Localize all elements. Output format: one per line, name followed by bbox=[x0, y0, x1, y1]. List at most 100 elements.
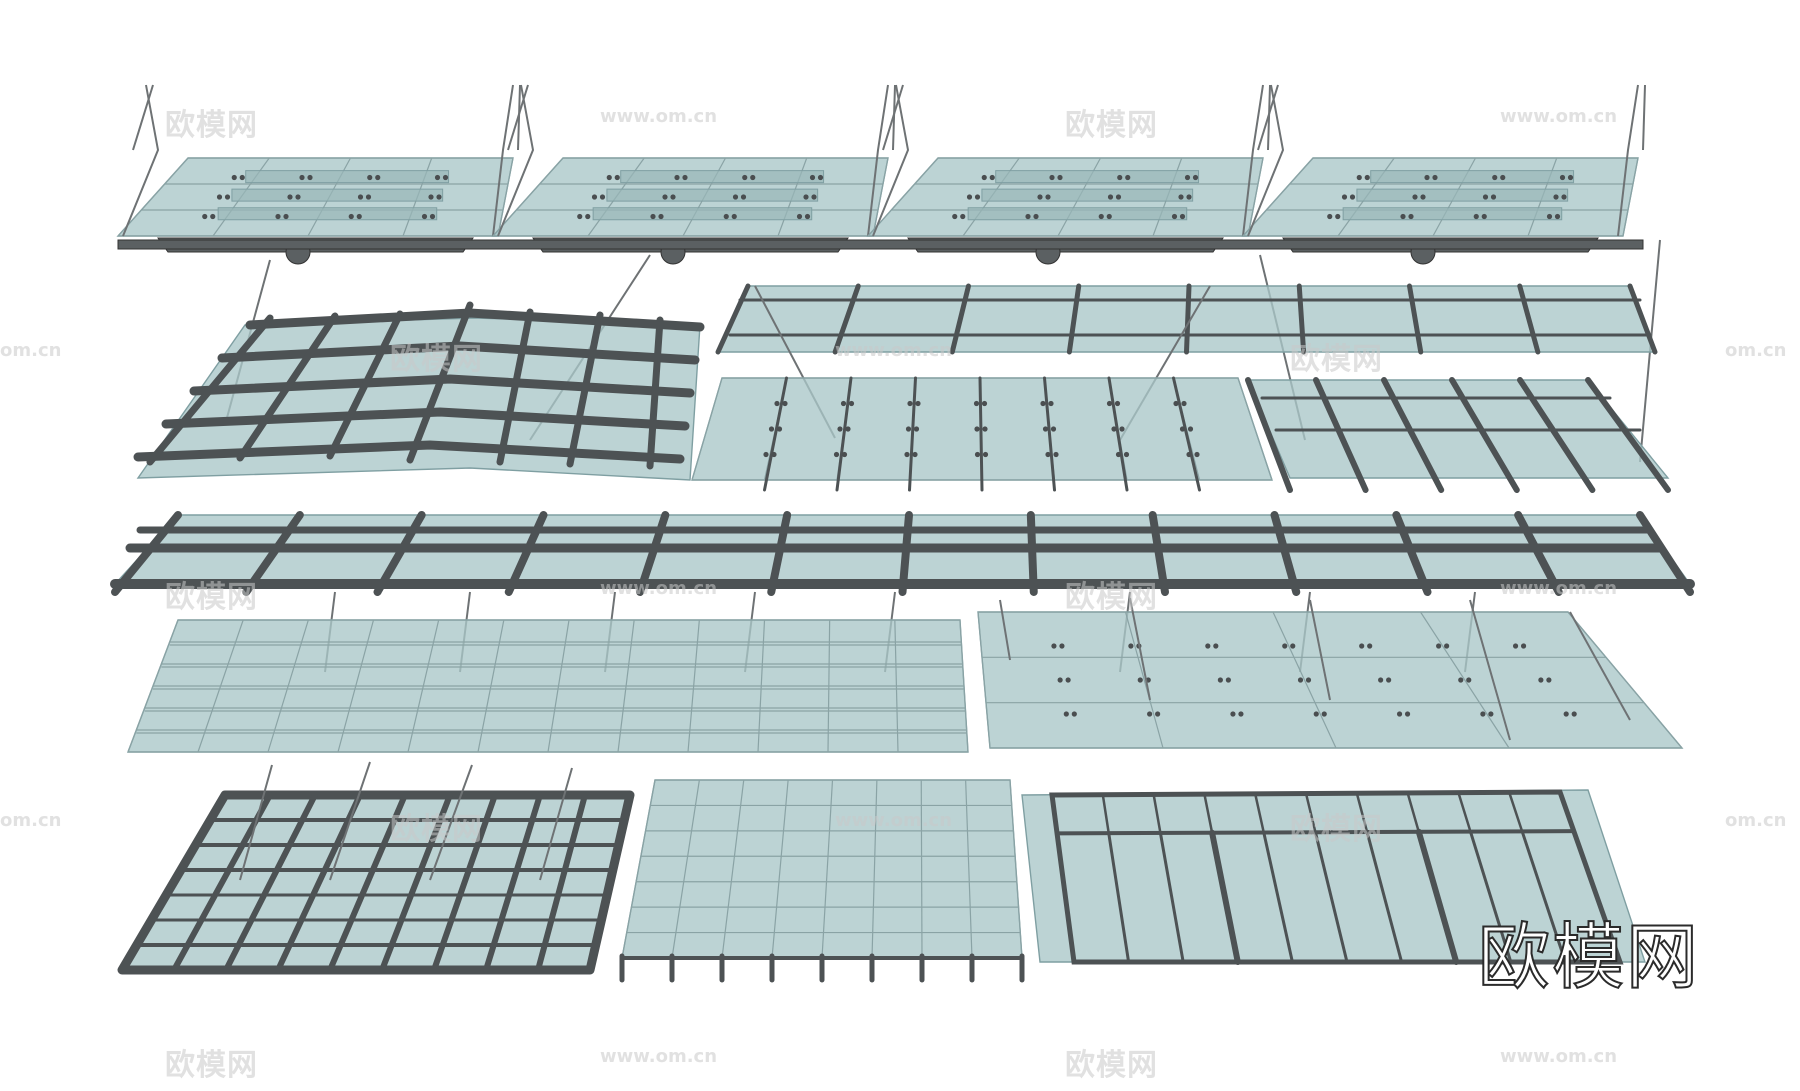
spider-fitting bbox=[1205, 643, 1211, 649]
spider-fitting bbox=[1106, 213, 1112, 220]
spider-fitting bbox=[239, 174, 245, 181]
spider-fitting bbox=[428, 194, 434, 200]
spider-fitting bbox=[674, 174, 680, 181]
spider-fitting bbox=[1123, 451, 1130, 458]
glass-fin bbox=[1356, 188, 1569, 202]
suspension-cable bbox=[122, 84, 160, 237]
spider-fitting bbox=[833, 451, 840, 458]
spider-fitting bbox=[348, 213, 354, 220]
glass-fin bbox=[835, 376, 853, 492]
spider-fitting bbox=[1408, 213, 1414, 220]
spider-fitting bbox=[1424, 174, 1430, 181]
spider-fitting bbox=[913, 426, 920, 432]
steel-frame bbox=[1049, 789, 1624, 965]
beam-canopy-long bbox=[715, 283, 1658, 441]
spider-fitting bbox=[1051, 643, 1057, 649]
steel-rib bbox=[1468, 830, 1513, 964]
steel-beam bbox=[1055, 829, 1576, 836]
spider-fitting bbox=[848, 400, 855, 407]
spider-fitting bbox=[357, 194, 364, 200]
steel-rafter bbox=[566, 311, 604, 468]
spider-fitting bbox=[768, 426, 775, 432]
suspension-cable bbox=[867, 84, 889, 237]
spider-fitting bbox=[1230, 711, 1236, 717]
spider-glass-canopy-middle bbox=[691, 376, 1273, 492]
spider-fitting bbox=[1378, 677, 1384, 683]
connecting-beam bbox=[117, 239, 1644, 250]
glass-fin bbox=[981, 188, 1194, 202]
tie-rod bbox=[429, 764, 473, 881]
spider-fitting bbox=[1546, 677, 1552, 683]
spider-fitting bbox=[912, 451, 918, 458]
steel-rafter bbox=[326, 310, 404, 460]
spider-fitting bbox=[1396, 711, 1403, 717]
spider-fitting bbox=[774, 400, 780, 407]
spider-fitting bbox=[1290, 643, 1296, 649]
glass-fin bbox=[995, 170, 1200, 184]
spider-fitting bbox=[606, 174, 612, 181]
steel-rib bbox=[1304, 792, 1317, 834]
steel-grid-canopy bbox=[117, 761, 635, 975]
spider-fitting bbox=[1512, 643, 1519, 649]
spider-fitting bbox=[1282, 643, 1288, 649]
spider-fitting bbox=[1488, 711, 1494, 717]
spider-fitting bbox=[662, 194, 668, 200]
spider-fitting bbox=[283, 213, 289, 220]
steel-rib bbox=[1313, 830, 1349, 964]
large-watermark: 欧模网 bbox=[1477, 914, 1701, 1000]
steel-rib bbox=[1245, 377, 1293, 493]
spider-fitting bbox=[202, 213, 208, 220]
spider-fitting bbox=[1571, 711, 1577, 717]
spider-fitting bbox=[840, 400, 847, 407]
suspension-cable bbox=[882, 84, 904, 151]
spider-fitting bbox=[295, 194, 301, 200]
spider-fitting bbox=[1155, 711, 1161, 717]
spider-fitting bbox=[1492, 174, 1498, 181]
spider-fitting bbox=[599, 194, 606, 200]
spider-fitting bbox=[1071, 711, 1077, 717]
spider-fitting bbox=[742, 174, 748, 181]
steel-rib bbox=[1507, 791, 1524, 833]
spider-fitting bbox=[974, 426, 980, 432]
steel-rib bbox=[1517, 283, 1541, 355]
steel-rafter bbox=[236, 312, 339, 462]
glass-joint bbox=[497, 157, 514, 237]
spider-fitting bbox=[1356, 174, 1362, 181]
spider-fitting bbox=[750, 174, 756, 181]
suspension-cable bbox=[872, 84, 910, 237]
spider-fitting bbox=[1137, 677, 1143, 683]
spider-fitting bbox=[231, 174, 237, 181]
spider-fitting bbox=[1432, 174, 1438, 181]
steel-rib bbox=[949, 283, 971, 355]
glass-fin bbox=[978, 376, 984, 492]
tie-rod bbox=[239, 764, 273, 881]
spider-fitting bbox=[841, 451, 848, 458]
spider-fitting bbox=[1420, 194, 1426, 200]
suspension-cable bbox=[132, 84, 154, 151]
steel-rafter bbox=[171, 792, 273, 973]
steel-rafter bbox=[146, 314, 274, 466]
spider-fitting bbox=[216, 194, 223, 200]
spider-fitting bbox=[1386, 677, 1392, 683]
spider-fitting bbox=[982, 451, 989, 458]
spider-fitting bbox=[436, 194, 442, 200]
spider-fitting bbox=[1538, 677, 1544, 683]
spider-fitting bbox=[837, 426, 843, 432]
spider-fitting bbox=[1115, 451, 1122, 458]
glass-fin bbox=[967, 207, 1188, 221]
spider-fitting bbox=[1186, 194, 1192, 200]
spider-fitting bbox=[1554, 213, 1561, 220]
spider-fitting bbox=[442, 174, 449, 181]
spider-fitting bbox=[1349, 194, 1356, 200]
spider-fitting bbox=[1179, 426, 1186, 432]
suspended-canopy bbox=[491, 84, 896, 265]
steel-rib bbox=[1407, 283, 1424, 355]
steel-rafter bbox=[327, 792, 408, 973]
spider-fitting bbox=[1057, 677, 1063, 683]
spider-fitting bbox=[1466, 677, 1472, 683]
spider-fitting bbox=[966, 194, 973, 200]
spider-fitting bbox=[1057, 174, 1063, 181]
glass-joint bbox=[1272, 611, 1337, 749]
steel-rafter bbox=[496, 308, 534, 466]
spider-fitting bbox=[1444, 643, 1450, 649]
